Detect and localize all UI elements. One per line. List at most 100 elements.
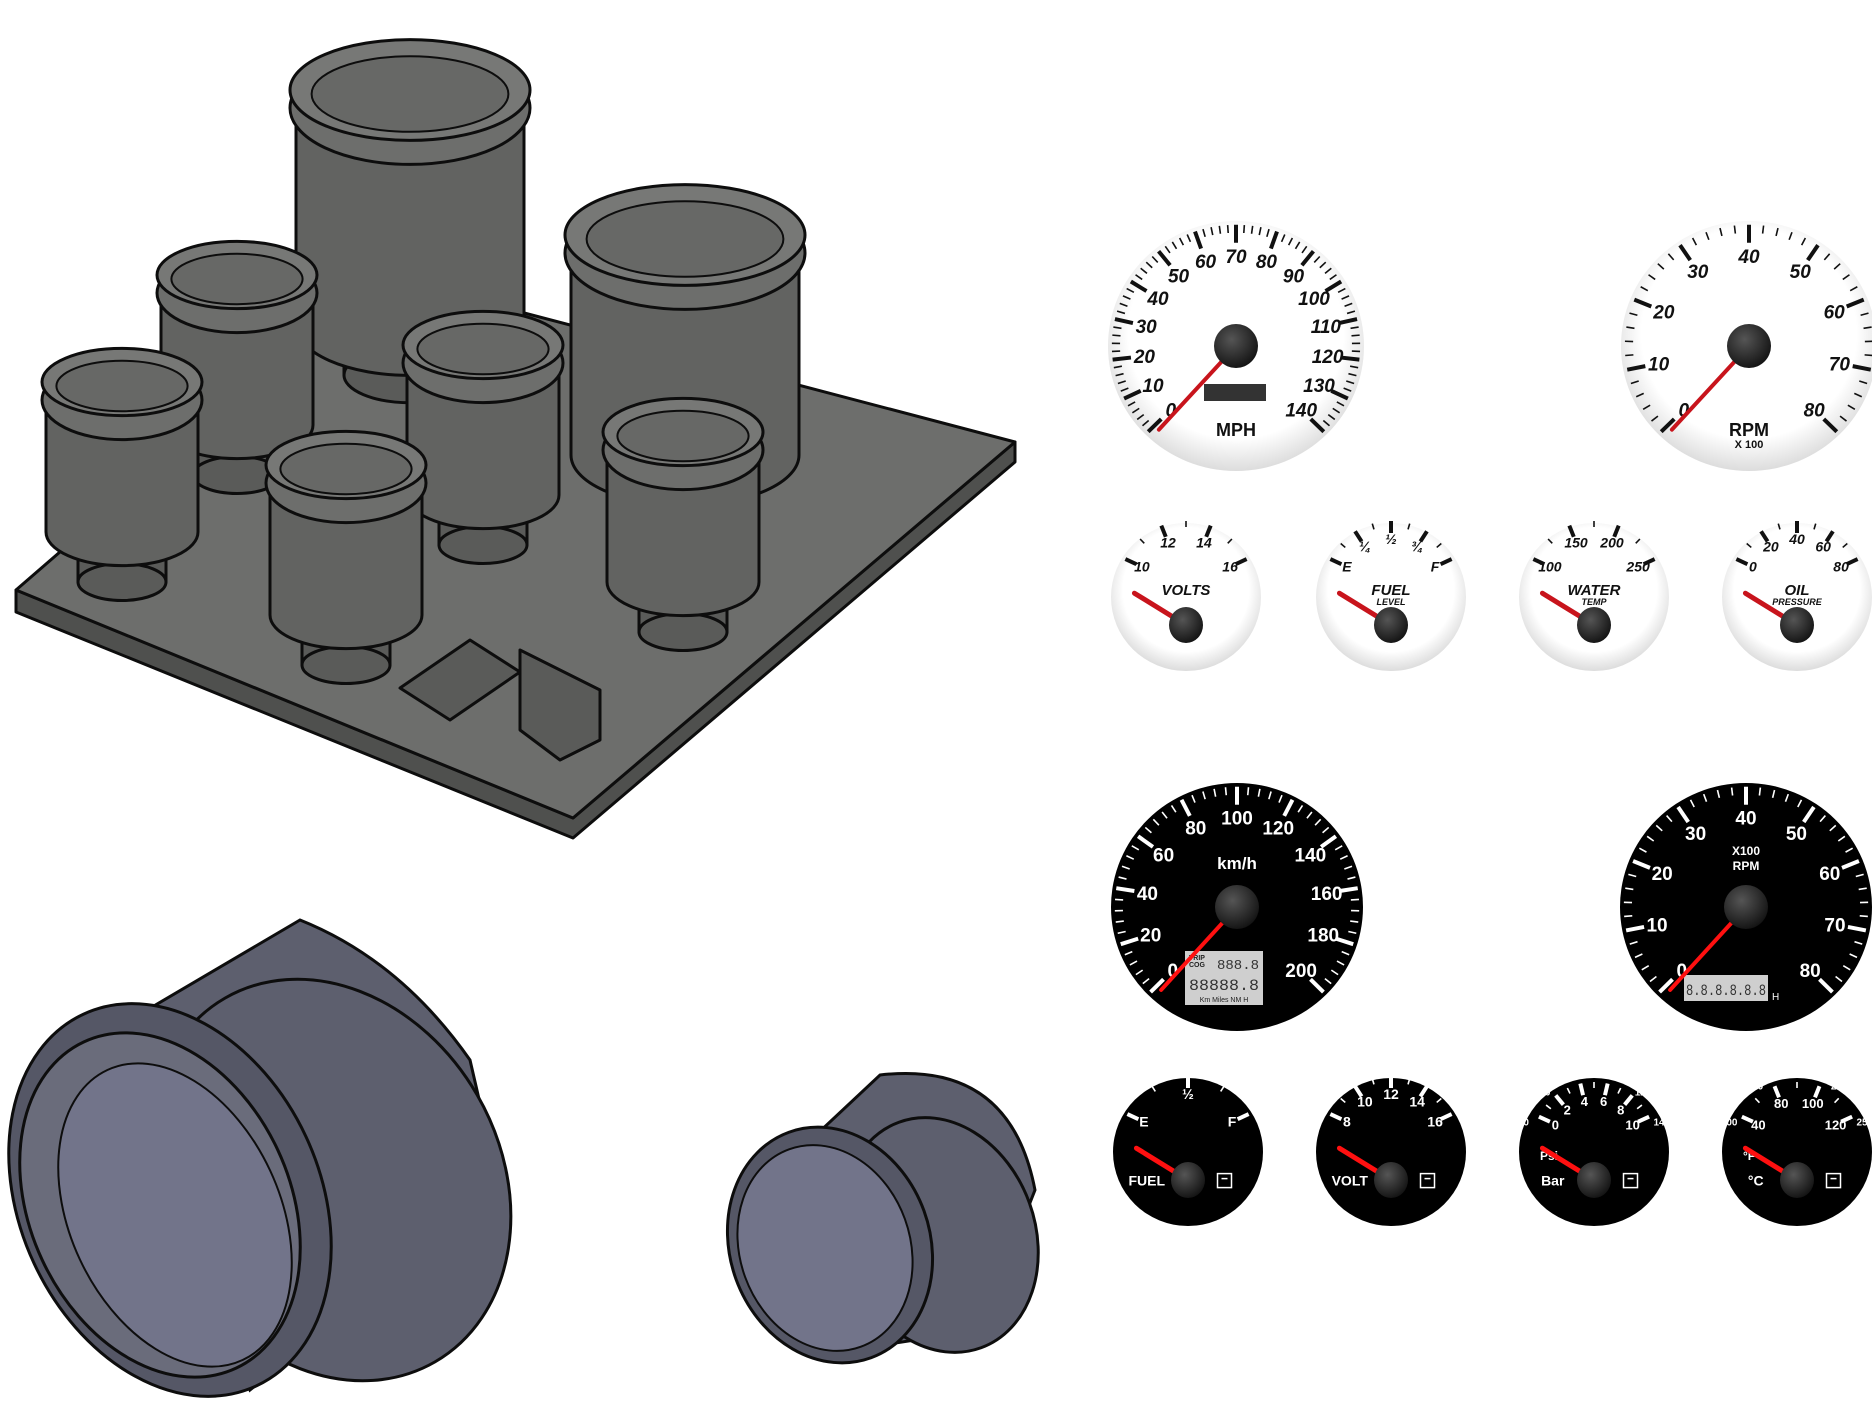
lcd-main-value: 88888.8 [1189,977,1259,995]
gauge-scale-label: 10 [1648,355,1670,376]
gauge-tick [1658,977,1674,994]
gauge-tick [1847,924,1867,933]
gauge-tick [1120,936,1139,947]
fuel-pump-icon [1216,1172,1233,1189]
gauge-tick [1344,865,1353,870]
gauge-tick [1319,261,1327,269]
gauge-tick [1151,1085,1156,1092]
gauge-tick [1407,523,1411,530]
gauge-scale-label: 130 [1303,376,1335,397]
gauge-subtitle: PRESSURE [1772,597,1823,607]
gauge-scale-label: 70 [1225,247,1247,268]
gauge-scale-label: 40 [1735,809,1756,830]
gauge-tick [1335,936,1354,947]
gauge-face [1722,523,1872,671]
gauge-tick [1634,953,1643,959]
gauge-outer-scale-label: 90 [1606,1070,1618,1081]
gauge-tick [1243,224,1246,234]
gauge-tick [1257,788,1261,797]
gauge-tick [1157,249,1172,267]
gauge-tick [1350,326,1359,330]
gauge-tick [1554,1094,1565,1106]
gauge-tick [1625,354,1634,357]
gauge-tick [1759,530,1770,543]
gauge-tick [1258,227,1262,236]
gauge-tick [1322,419,1331,427]
gauge-tick [1842,274,1850,281]
gauge-tick [1141,419,1150,427]
gauge-tick [1193,230,1203,250]
gauge-tick [1131,407,1140,414]
gauge-tick [1124,557,1138,566]
gauge-tick [1344,302,1353,307]
gauge-tick [1625,887,1634,891]
gauge-tick [1115,920,1124,923]
gauge-scale-label: 80 [1833,559,1849,575]
gauge-tick [1309,977,1325,994]
gauge-face [1519,1078,1669,1226]
gauge-pod-tray [14,38,1017,840]
gauge-title: km/h [1217,854,1257,873]
gauge-tick [1602,1083,1610,1096]
gauge-tick [1178,237,1185,246]
gauge-outer-scale-label: 30 [1539,1087,1551,1098]
gauge-hub [1214,324,1258,368]
gauge-tick [1635,392,1645,398]
gauge-tick [1532,557,1546,566]
gauge-tick [1741,1114,1754,1124]
gauge-tick [1676,805,1690,824]
gauge-tick [1623,1094,1634,1106]
gauge-title: VOLT [1332,1172,1369,1188]
gauge-face [1519,523,1669,671]
gauge-tick [1635,538,1641,544]
gauge-tick [1159,524,1168,538]
gauge-scale-label: 0 [1166,401,1177,422]
gauge-tick [1648,274,1656,281]
gauge-tick [1822,417,1839,434]
gauge-tick [1329,274,1337,281]
gauge-tick [1849,286,1858,292]
gauge-scale-label: 14 [1409,1094,1425,1110]
gauge-tick [1829,824,1837,832]
gauge-tick [1309,417,1326,434]
gauge-tick [1775,227,1779,237]
gauge-scale-label: 60 [1815,539,1831,555]
gauge-tick [1637,1114,1650,1124]
gauge-tick [1797,799,1803,808]
gauge-scale-label: 8 [1617,1102,1624,1117]
gauge-tick [1819,815,1826,823]
gauge-tick [1250,225,1254,234]
gauge-tick [1268,791,1272,800]
gauge-tick [1126,855,1135,860]
gauge-tick [1332,407,1341,414]
gauge-tick [1837,835,1846,842]
gauge-tick [1119,302,1128,307]
gauge-tick [1439,1112,1453,1121]
gauge-scale-label: 250 [1625,559,1650,575]
gauge-scale-label: 0 [1677,961,1688,982]
odometer-display [1204,384,1266,401]
gauge-scale-label: 20 [1762,539,1779,555]
gauge-tick [1371,523,1375,530]
gauge-tick [1651,415,1659,422]
gauge-tick [1227,538,1233,544]
gauge-title: MPH [1216,420,1256,440]
gauge-tick [1632,859,1651,870]
gauge-subtitle: LEVEL [1376,597,1405,607]
gauge-tick [1566,1087,1571,1094]
gauge-tick [1339,855,1348,860]
gauge-tick [1171,241,1178,250]
gauge-tick [1340,542,1346,549]
gauge-scale-label: 80 [1804,401,1826,422]
gauge-tick [1337,287,1346,294]
gauge-title: Bar [1541,1172,1565,1188]
gauge-subtitle: RPM [1733,859,1760,873]
gauge-scale-label: 50 [1790,262,1812,283]
gauge-tick [1638,847,1647,853]
gauge-tick [1224,787,1228,796]
tray-gauge-cup [40,346,204,602]
gauge-tick [1864,354,1872,357]
gauge-tick [1179,798,1192,817]
gauge-tick [1578,1083,1586,1096]
